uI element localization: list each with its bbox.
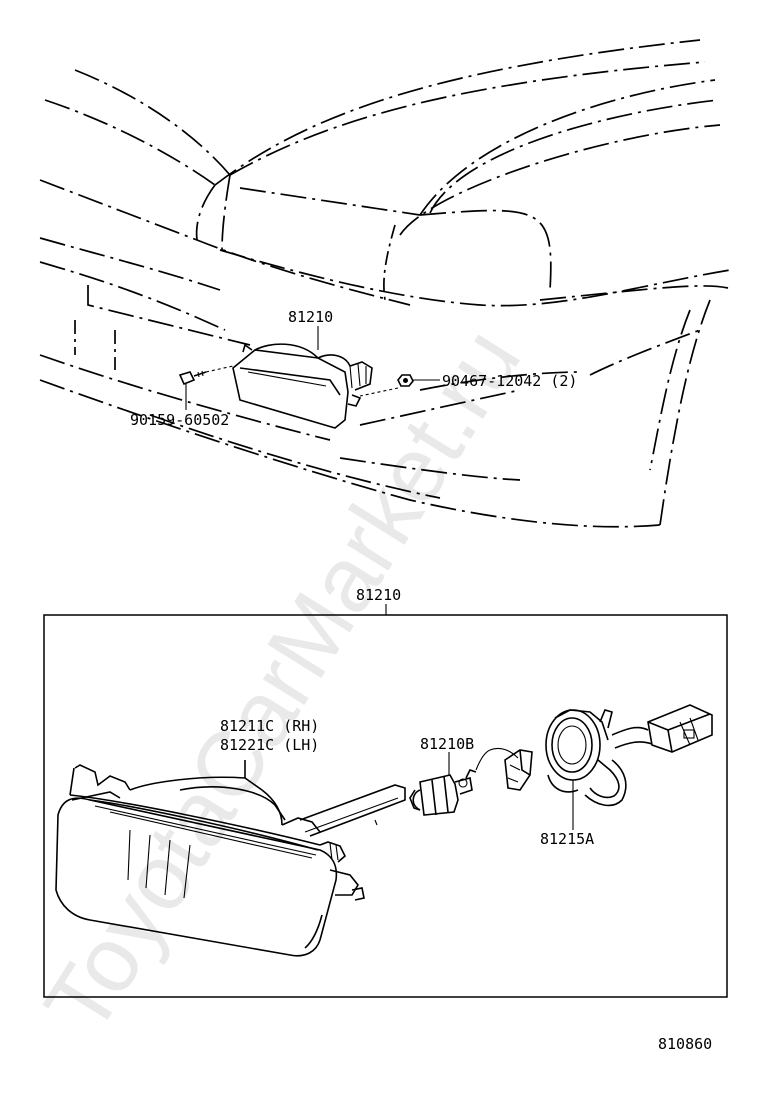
watermark: ToyotaCarMarket.ru: [25, 311, 540, 1050]
assembly-label-top: 81210: [288, 308, 333, 326]
fog-lamp-top-view: [232, 343, 373, 429]
socket-label: 81215A: [540, 830, 594, 848]
bolt-leader: [205, 365, 234, 373]
bolt-part-label: 90159-60502: [130, 411, 229, 429]
bolt-90159-icon: [178, 370, 207, 386]
connector-icon: [647, 704, 713, 753]
nut-part-label: 90467-12042 (2): [442, 372, 577, 390]
diagram-id: 810860: [658, 1035, 712, 1053]
bulb-clip-icon: [504, 749, 533, 791]
bulb-label: 81210B: [420, 735, 474, 753]
assembly-label-detail: 81210: [356, 586, 401, 604]
car-body-outline: [39, 39, 731, 528]
detail-box-frame: [43, 614, 728, 998]
lens-label-rh: 81211C (RH): [220, 717, 319, 735]
nut-leader: [359, 387, 399, 397]
nut-90467-icon: [397, 374, 414, 387]
fog-lamp-lens-detail: [55, 760, 406, 957]
bulb-81210B-icon: [409, 747, 519, 816]
socket-81215A-icon: [545, 709, 653, 807]
lens-label-lh: 81221C (LH): [220, 736, 319, 754]
